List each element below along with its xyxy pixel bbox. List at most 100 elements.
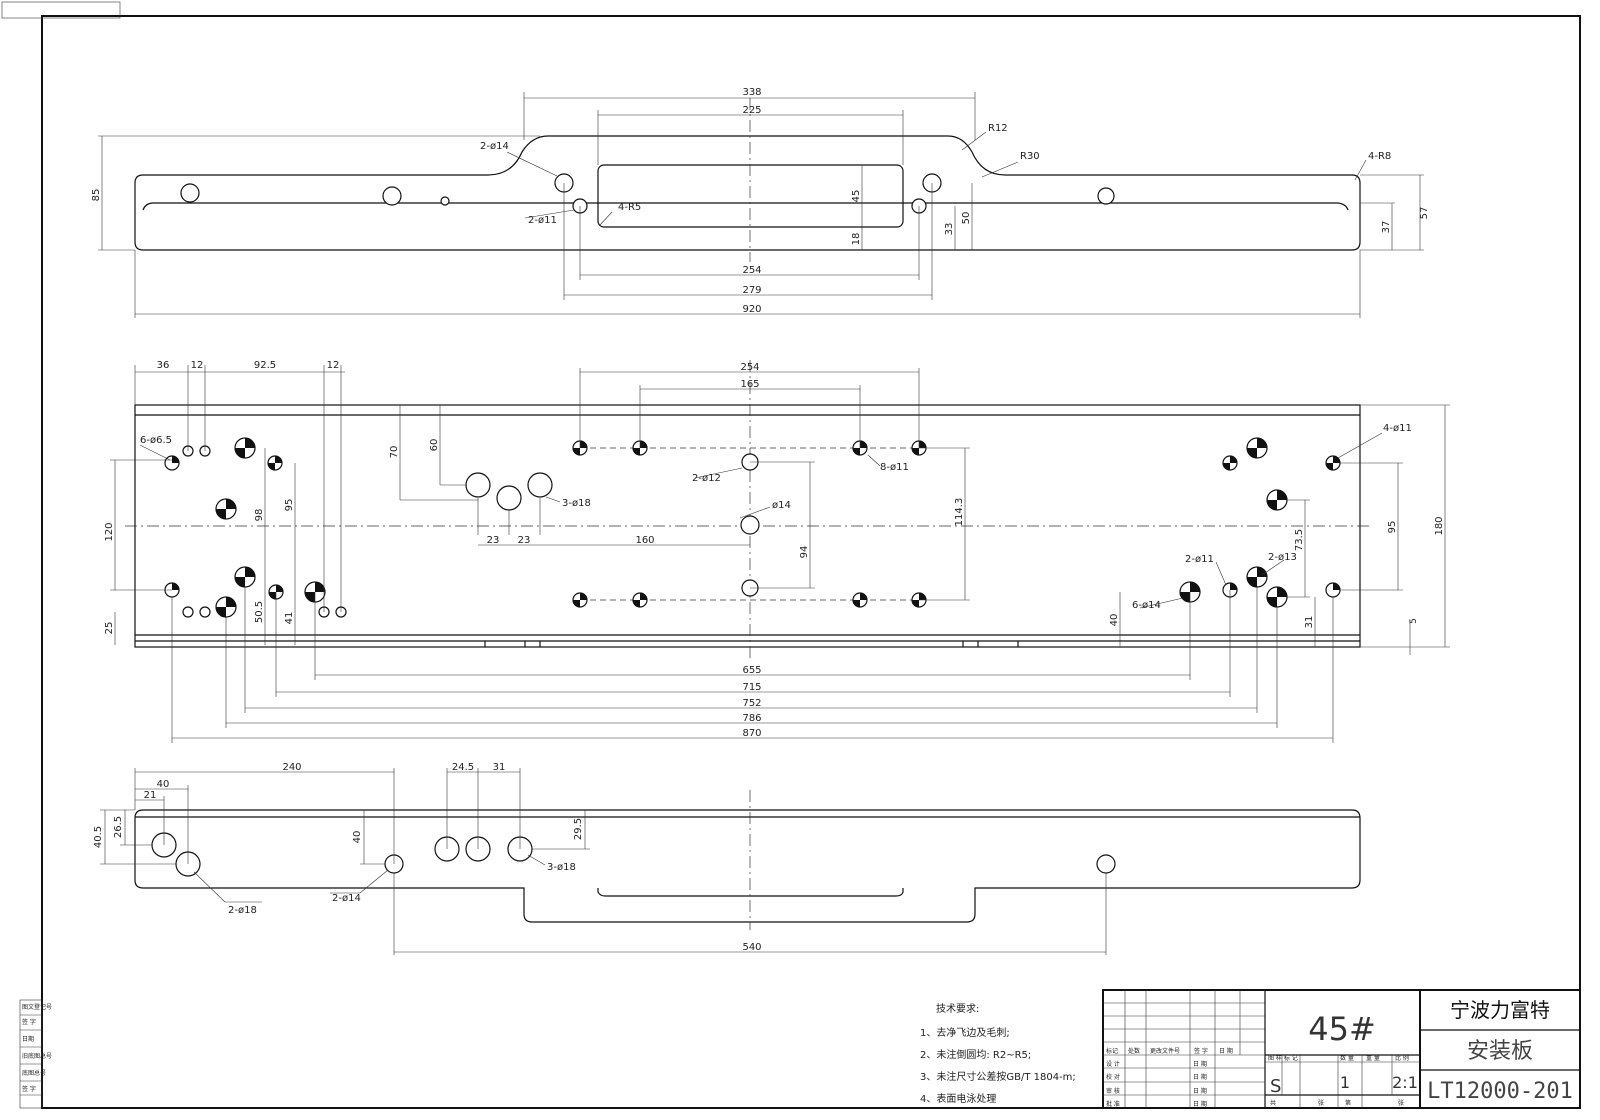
dim-4-d11: 4-ø11	[1383, 423, 1412, 434]
bottom-tabs	[484, 641, 1019, 647]
top-left-corner-box	[1, 1, 121, 19]
dim-18: 18	[851, 233, 862, 246]
dim-98: 98	[254, 509, 265, 522]
dim-254: 254	[742, 265, 761, 276]
hole-q8	[164, 455, 180, 471]
dim-73-5: 73.5	[1294, 529, 1305, 551]
hole-left-small	[440, 196, 450, 206]
dim-6-d6-5: 6-ø6.5	[140, 435, 172, 446]
view-1: 338 225 R12 R30 4-R8 2-ø14 2-ø11 4-R5 85…	[91, 87, 1430, 318]
dim-r30: R30	[1020, 151, 1040, 162]
stamp-4: 底图总号	[22, 1069, 46, 1077]
dim-12-b: 12	[327, 360, 340, 371]
dim-23-b: 23	[518, 535, 531, 546]
hole-q3	[234, 566, 256, 588]
view-3: 240 24.5 31 40 21 40.5 26.5 40 29.5 3-ø1…	[93, 762, 1361, 955]
dim-715: 715	[742, 682, 761, 693]
dim-31: 31	[1304, 616, 1315, 629]
role-check: 校 对	[1106, 1073, 1120, 1081]
drawing-number: LT12000-201	[1427, 1079, 1573, 1104]
dim-752: 752	[742, 698, 761, 709]
dim-786: 786	[742, 713, 761, 724]
hole-q13	[1266, 586, 1288, 608]
dim-165: 165	[740, 379, 759, 390]
quantity: 1	[1340, 1073, 1350, 1092]
hole-q18	[1325, 582, 1341, 598]
hdr-mark: 标记	[1106, 1047, 1118, 1055]
dim-31-v3: 31	[493, 762, 506, 773]
dim-2-d14-v3: 2-ø14	[332, 893, 361, 904]
title-block: 标记 处数 更改文件号 签 字 日 期 设 计 校 对 审 核 批 准 日 期 …	[1102, 989, 1581, 1109]
hole-right-large	[1097, 187, 1115, 205]
dim-23-a: 23	[487, 535, 500, 546]
slot	[597, 164, 904, 228]
dim-36: 36	[157, 360, 170, 371]
hole-q10	[1246, 437, 1268, 459]
side-stamp-column: 图文登记号 签 字 日期 旧底图总号 底图总号 签 字	[19, 999, 52, 1109]
dim-160: 160	[635, 535, 654, 546]
dim-40-b: 40	[352, 831, 363, 844]
dim-40-v2: 40	[1109, 614, 1120, 627]
drawing-border	[41, 15, 1581, 1109]
dim-338: 338	[742, 87, 761, 98]
dim-33: 33	[944, 223, 955, 236]
note-2: 2、未注倒圆均: R2~R5;	[920, 1050, 1032, 1061]
dim-95-right: 95	[1387, 521, 1398, 534]
material: 45#	[1308, 1010, 1376, 1048]
bottom-sheet-a: 张	[1318, 1099, 1324, 1107]
v3-dimension-labels: 240 24.5 31 40 21 40.5 26.5 40 29.5 3-ø1…	[93, 762, 762, 953]
dim-254-v2: 254	[740, 362, 759, 373]
dim-85: 85	[91, 189, 102, 202]
v3-dimension-lines	[100, 768, 1107, 955]
view-2: 36 12 92.5 12 254 165 6-ø6.5 70 60 3-ø18…	[104, 360, 1450, 743]
v1-dimension-labels: 338 225 R12 R30 4-R8 2-ø14 2-ø11 4-R5 85…	[91, 87, 1430, 315]
dim-225: 225	[742, 105, 761, 116]
dim-870: 870	[742, 728, 761, 739]
dim-41: 41	[284, 612, 295, 625]
bottom-sheet-b: 张	[1398, 1099, 1404, 1107]
mid-quantity: 数 量	[1340, 1054, 1354, 1062]
stamp-0: 图文登记号	[22, 1003, 52, 1011]
role-design: 设 计	[1106, 1060, 1120, 1068]
date-cell-1: 日 期	[1193, 1073, 1207, 1081]
stamp-5: 签 字	[22, 1085, 36, 1093]
dim-120: 120	[104, 522, 115, 541]
note-4: 4、表面电泳处理	[920, 1094, 997, 1105]
mid-sample-mark: 图 样 标 记	[1268, 1054, 1298, 1062]
stamp-3: 旧底图总号	[22, 1052, 52, 1060]
bottom-no: 第	[1345, 1099, 1351, 1107]
dim-540: 540	[742, 942, 761, 953]
dim-50: 50	[961, 212, 972, 225]
dim-95-left: 95	[284, 499, 295, 512]
notes-title: 技术要求:	[936, 1004, 980, 1015]
plain-holes	[182, 445, 760, 618]
dim-2-d11: 2-ø11	[528, 215, 557, 226]
dim-2-d13: 2-ø13	[1268, 552, 1297, 563]
hole-q17	[1325, 455, 1341, 471]
part-name: 安装板	[1467, 1039, 1533, 1064]
dim-r12: R12	[988, 123, 1008, 134]
dim-21: 21	[144, 790, 157, 801]
dim-6-d14: 6-ø14	[1132, 600, 1161, 611]
dim-92-5: 92.5	[254, 360, 276, 371]
hdr-count: 处数	[1128, 1047, 1140, 1055]
dim-8-d11: 8-ø11	[880, 462, 909, 473]
dim-d14: ø14	[772, 500, 791, 511]
dim-45: 45	[851, 190, 862, 203]
v1-dimension-lines	[98, 92, 1424, 318]
hdr-date: 日 期	[1219, 1047, 1233, 1055]
mid-scale: 比 例	[1395, 1054, 1409, 1062]
scale: 2:1	[1392, 1073, 1418, 1092]
hole-q11	[1266, 489, 1288, 511]
dim-12-a: 12	[191, 360, 204, 371]
dim-2-d12: 2-ø12	[692, 473, 721, 484]
hole-q1	[234, 437, 256, 459]
dim-57: 57	[1419, 207, 1430, 220]
mid-weight: 重 量	[1366, 1054, 1380, 1062]
dim-50-5: 50.5	[254, 601, 265, 623]
dim-180: 180	[1434, 516, 1445, 535]
inner-edge	[142, 202, 1349, 211]
dim-4-r5: 4-R5	[618, 202, 641, 213]
note-3: 3、未注尺寸公差按GB/T 1804-m;	[920, 1072, 1076, 1083]
dim-26-5: 26.5	[113, 816, 124, 838]
